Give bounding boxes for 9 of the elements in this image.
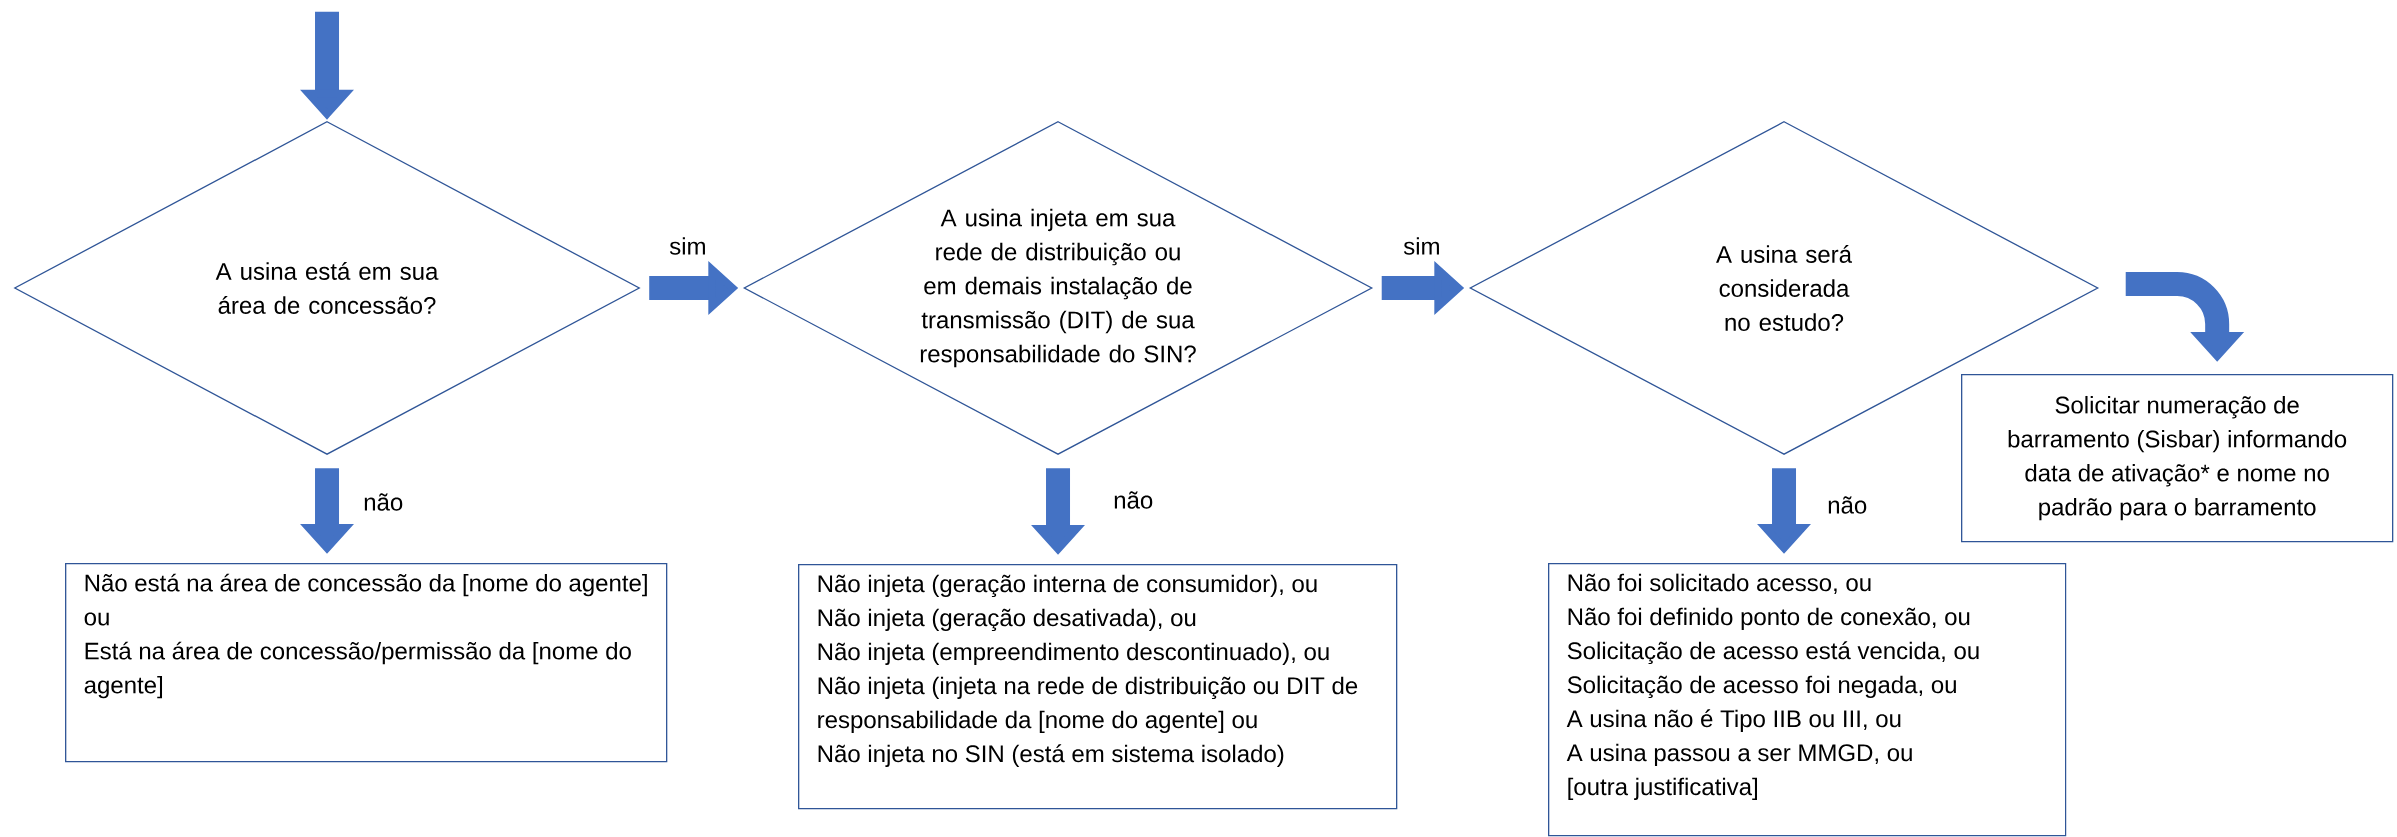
process-box: Não está na área de concessão da [nome do agente] ou Está na área de concessão/permissão da [nome do agente] [65, 563, 668, 763]
edge-label: não [1114, 491, 1153, 509]
process-box: Não foi solicitado acesso, ou Não foi definido ponto de conexão, ou Solicitação de acesso está vencida, ou Solicitação de acesso foi negada, ou A usina não é Tipo IIB ou III, ou A usina passou a ser MMGD, ou [outra justificativa] [1548, 563, 2067, 837]
process-box: Solicitar numeração de barramento (Sisbar) informando data de ativação* e nome no padrão para o barramento [1961, 374, 2394, 543]
edge-label: não [364, 493, 403, 511]
edge-label: sim [669, 237, 705, 255]
process-box: Não injeta (geração interna de consumidor), ou Não injeta (geração desativada), ou Não injeta (empreendimento descontinuado), ou Não injeta (injeta na rede de distribuição ou DIT de responsabilidade da [nome do agente] ou Não injeta no SIN (está em sistema isolado) [798, 564, 1398, 810]
edge-label: sim [1403, 237, 1439, 255]
edge-label: não [1828, 496, 1867, 514]
